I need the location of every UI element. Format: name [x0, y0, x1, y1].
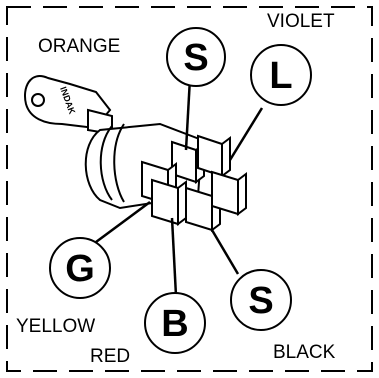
wire-label-black: BLACK	[273, 342, 336, 363]
terminal-b: B	[144, 292, 206, 354]
terminal-l-top-label: L	[269, 55, 292, 97]
terminal-g-label: G	[65, 248, 95, 290]
wire-label-yellow: YELLOW	[16, 316, 95, 337]
terminal-s-top-label: S	[183, 37, 208, 79]
terminal-s-bottom-label: S	[248, 280, 273, 322]
terminal-g: G	[49, 237, 111, 299]
terminal-blades	[141, 134, 247, 232]
dashed-border	[6, 6, 373, 372]
wire-label-orange: ORANGE	[38, 36, 120, 57]
wire-label-violet: VIOLET	[267, 11, 335, 32]
terminal-s-bottom: S	[230, 269, 292, 331]
terminal-s-top: S	[166, 27, 226, 87]
terminal-b-label: B	[161, 303, 188, 345]
wire-label-red: RED	[90, 346, 130, 367]
terminal-l-top: L	[250, 44, 312, 106]
key-icon: INDAK	[24, 75, 113, 136]
leader-lines	[95, 77, 264, 297]
